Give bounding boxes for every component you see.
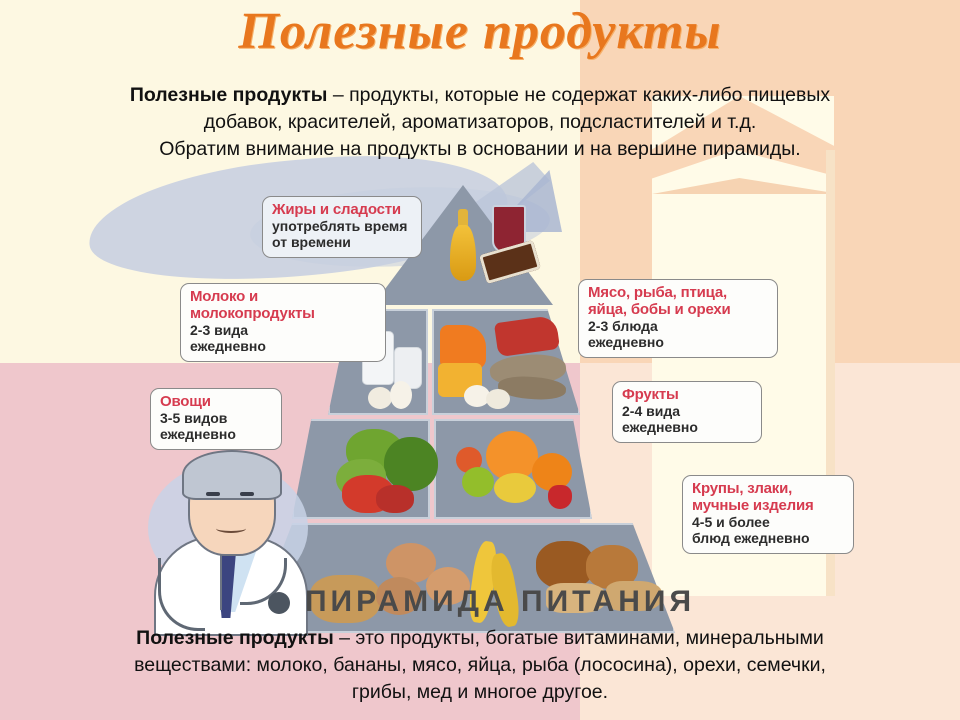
intro-paragraph-line1-rest: – продукты, которые не содержат каких-ли… — [327, 84, 831, 106]
callout-line-2: блюд ежедневно — [692, 529, 810, 546]
callout-title-line-2: молокопродукты — [190, 304, 315, 322]
oil-bottle-icon — [450, 225, 476, 281]
intro-paragraph-line3: Обратим внимание на продукты в основании… — [159, 138, 801, 160]
callout-line-1: 4-5 и более — [692, 513, 770, 530]
callout-title-line-2: яйца, бобы и орехи — [588, 300, 731, 318]
lime-icon — [462, 467, 494, 497]
summary-paragraph-line2: веществами: молоко, бананы, мясо, яйца, … — [134, 654, 826, 676]
callout-line-1: 2-4 вида — [622, 402, 681, 419]
food-pyramid-graphic — [250, 185, 675, 633]
callout-title-line-2: мучные изделия — [692, 496, 814, 514]
callout-title: Овощи — [160, 393, 211, 410]
tomato-icon — [376, 485, 414, 513]
intro-paragraph-line2: добавок, красителей, ароматизаторов, под… — [203, 111, 757, 133]
callout-title: Жиры и сладости — [272, 201, 401, 218]
callout-title: Фрукты — [622, 386, 679, 403]
intro-paragraph: Полезные продукты – продукты, которые не… — [20, 82, 940, 163]
callout-line-1: 2-3 блюда — [588, 317, 658, 334]
callout-fats-and-sweets: Жиры и сладости употреблять время от вре… — [262, 196, 422, 258]
potato-icon — [426, 567, 470, 605]
summary-paragraph-lead: Полезные продукты — [136, 627, 334, 649]
bread-slice-icon — [546, 583, 606, 613]
oil-bottle-neck-icon — [458, 209, 468, 229]
callout-title-line-1: Молоко и — [190, 288, 259, 305]
bread-loaf-icon — [536, 541, 594, 589]
wine-glass-icon — [492, 205, 526, 253]
stethoscope-bell-icon — [268, 592, 290, 614]
egg-icon — [486, 389, 510, 409]
doctor-eye-right — [240, 492, 254, 496]
callout-line-1: 3-5 видов — [160, 409, 228, 426]
doctor-hair — [182, 450, 282, 500]
callout-vegetables: Овощи 3-5 видов ежедневно — [150, 388, 282, 450]
callout-line-1: употреблять время — [272, 217, 408, 234]
callout-milk-and-dairy: Молоко и молокопродукты 2-3 вида ежеднев… — [180, 283, 386, 362]
doctor-illustration — [140, 440, 325, 636]
pyramid-caption: ПИРАМИДА ПИТАНИЯ — [304, 585, 696, 618]
lemon-icon — [494, 473, 536, 503]
callout-line-2: ежедневно — [622, 418, 698, 435]
summary-paragraph-line3: грибы, мед и многое другое. — [351, 681, 609, 703]
orange-fruit-icon — [532, 453, 572, 491]
doctor-eye-left — [206, 492, 220, 496]
doctor-mouth — [216, 524, 246, 533]
cereal-icon — [310, 575, 380, 623]
strawberry-icon — [548, 485, 572, 509]
summary-paragraph: Полезные продукты – это продукты, богаты… — [20, 625, 940, 706]
summary-paragraph-line1-rest: – это продукты, богатые витаминами, мине… — [333, 627, 824, 649]
cheese-orange-icon — [440, 325, 486, 369]
callout-title-line-1: Крупы, злаки, — [692, 480, 793, 497]
callout-title-line-1: Мясо, рыба, птица, — [588, 284, 727, 301]
egg-icon — [464, 385, 490, 407]
bread-slice-icon — [606, 581, 662, 611]
orange-fruit-icon — [486, 431, 538, 481]
callout-meat-fish-poultry: Мясо, рыба, птица, яйца, бобы и орехи 2-… — [578, 279, 778, 358]
callout-line-1: 2-3 вида — [190, 321, 249, 338]
callout-line-2: ежедневно — [190, 337, 266, 354]
page-title: Полезные продукты — [238, 3, 722, 60]
egg-icon — [390, 381, 412, 409]
egg-icon — [368, 387, 392, 409]
callout-fruits: Фрукты 2-4 вида ежедневно — [612, 381, 762, 443]
broccoli-icon — [384, 437, 438, 491]
callout-line-2: ежедневно — [588, 333, 664, 350]
callout-line-2: от времени — [272, 233, 351, 250]
callout-grains-cereals: Крупы, злаки, мучные изделия 4-5 и более… — [682, 475, 854, 554]
milk-carton-edge — [826, 150, 835, 596]
potato-icon — [376, 577, 422, 615]
intro-paragraph-lead: Полезные продукты — [129, 84, 328, 106]
callout-line-2: ежедневно — [160, 425, 236, 442]
